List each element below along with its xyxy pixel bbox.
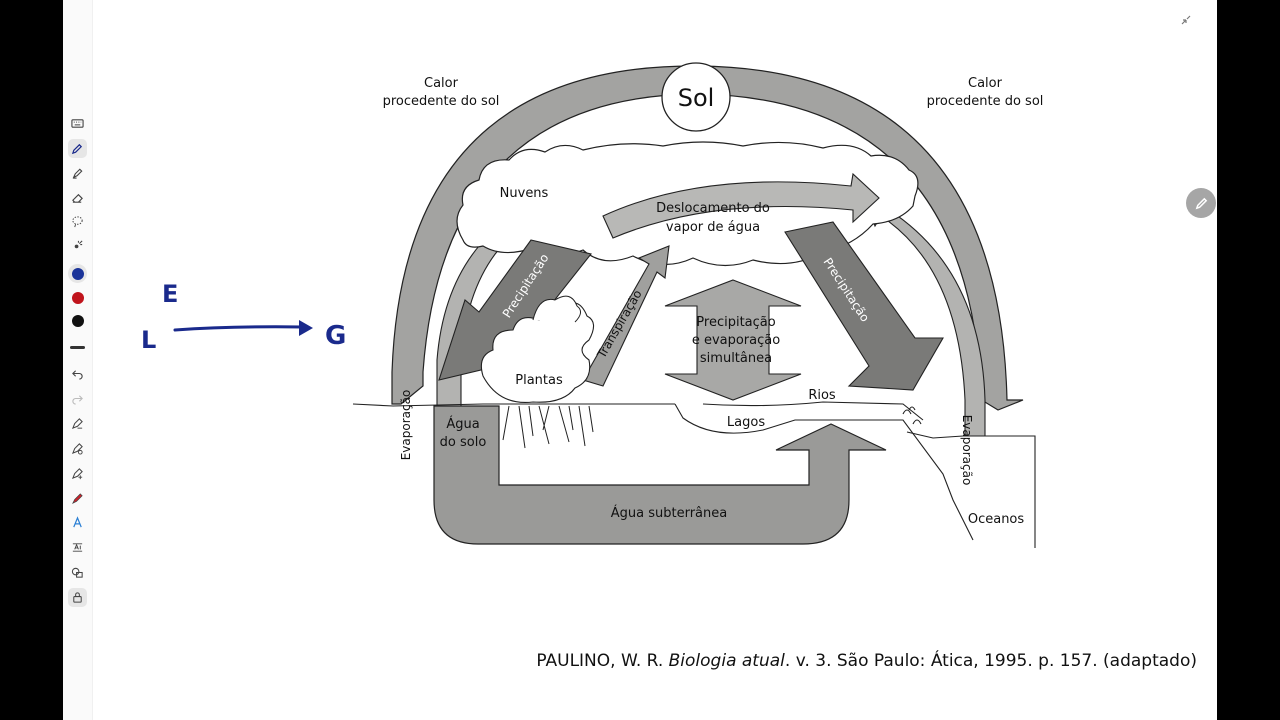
groundwater-arrow bbox=[433, 405, 887, 545]
shape-add-icon[interactable] bbox=[68, 464, 87, 483]
document-page: Sol Calor procedente do sol Calor proced… bbox=[63, 0, 1217, 720]
heat-left-label-line2: procedente do sol bbox=[383, 94, 500, 109]
redo-icon[interactable] bbox=[68, 389, 87, 408]
sun-circle bbox=[661, 62, 731, 132]
lakes-label: Lagos bbox=[727, 415, 765, 430]
lock-icon[interactable] bbox=[68, 588, 87, 607]
citation: PAULINO, W. R. Biologia atual. v. 3. São… bbox=[536, 651, 1197, 671]
text-box-icon[interactable] bbox=[68, 538, 87, 557]
rivers-label: Rios bbox=[808, 388, 836, 403]
plant-shape bbox=[480, 302, 595, 404]
clouds-label: Nuvens bbox=[500, 186, 549, 201]
heat-arch bbox=[391, 65, 1024, 411]
drawing-toolbar bbox=[63, 0, 93, 720]
shapes-icon[interactable] bbox=[68, 563, 87, 582]
collapse-icon[interactable] bbox=[1178, 12, 1194, 28]
simultaneous-label-line3: simultânea bbox=[700, 351, 772, 366]
soil-water-label-line2: do solo bbox=[440, 435, 487, 450]
simultaneous-label-line2: e evaporação bbox=[692, 333, 780, 348]
citation-author: PAULINO, W. R. bbox=[536, 651, 669, 671]
keyboard-icon[interactable] bbox=[68, 114, 87, 133]
color-swatch-black[interactable] bbox=[68, 311, 87, 330]
annotation-letter-e: E bbox=[162, 280, 178, 308]
oceans-label: Oceanos bbox=[968, 512, 1025, 527]
annotation-letter-l: L bbox=[141, 326, 156, 354]
transpiration-arrow bbox=[582, 245, 670, 387]
shape-pen-icon[interactable] bbox=[68, 414, 87, 433]
handwritten-annotation: E L G bbox=[141, 280, 346, 354]
shape-fill-icon[interactable] bbox=[68, 439, 87, 458]
evaporation-left-label: Evaporação bbox=[399, 390, 413, 461]
red-marker-icon[interactable] bbox=[68, 489, 87, 508]
simultaneous-arrow bbox=[664, 279, 802, 401]
annotation-arrow bbox=[173, 325, 305, 332]
precipitation-right-arrow bbox=[784, 221, 944, 391]
heat-left-label-line1: Calor bbox=[424, 76, 459, 91]
laser-pointer-icon[interactable] bbox=[68, 236, 87, 255]
undo-icon[interactable] bbox=[68, 364, 87, 383]
eraser-icon[interactable] bbox=[68, 188, 87, 207]
stroke-width-indicator[interactable] bbox=[70, 346, 85, 349]
sun-label: Sol bbox=[678, 84, 715, 112]
vapor-arrow bbox=[602, 172, 880, 239]
annotation-letter-g: G bbox=[325, 321, 346, 351]
vapor-label-line1: Deslocamento do bbox=[656, 201, 770, 216]
text-recognition-icon[interactable] bbox=[68, 513, 87, 532]
heat-right-label-line1: Calor bbox=[968, 76, 1003, 91]
annotation-arrowhead bbox=[299, 320, 313, 336]
lasso-icon[interactable] bbox=[68, 212, 87, 231]
color-swatch-red[interactable] bbox=[68, 288, 87, 307]
evaporation-right-label: Evaporação bbox=[960, 415, 974, 486]
edit-pencil-button[interactable] bbox=[1186, 188, 1216, 218]
plants-label: Plantas bbox=[515, 373, 563, 388]
vapor-label-line2: vapor de água bbox=[666, 220, 760, 235]
heat-right-label-line2: procedente do sol bbox=[927, 94, 1044, 109]
water-cycle-diagram: Sol Calor procedente do sol Calor proced… bbox=[141, 62, 1044, 548]
citation-details: . v. 3. São Paulo: Ática, 1995. p. 157. … bbox=[784, 651, 1197, 671]
highlighter-icon[interactable] bbox=[68, 163, 87, 182]
soil-water-label-line1: Água bbox=[446, 416, 479, 432]
simultaneous-label-line1: Precipitação bbox=[696, 315, 775, 330]
citation-title: Biologia atual bbox=[668, 651, 785, 671]
plant-roots bbox=[502, 405, 594, 449]
groundwater-label: Água subterrânea bbox=[611, 505, 727, 521]
pen-icon[interactable] bbox=[68, 139, 87, 158]
pencil-icon bbox=[1195, 197, 1207, 209]
color-swatch-blue[interactable] bbox=[68, 264, 87, 283]
